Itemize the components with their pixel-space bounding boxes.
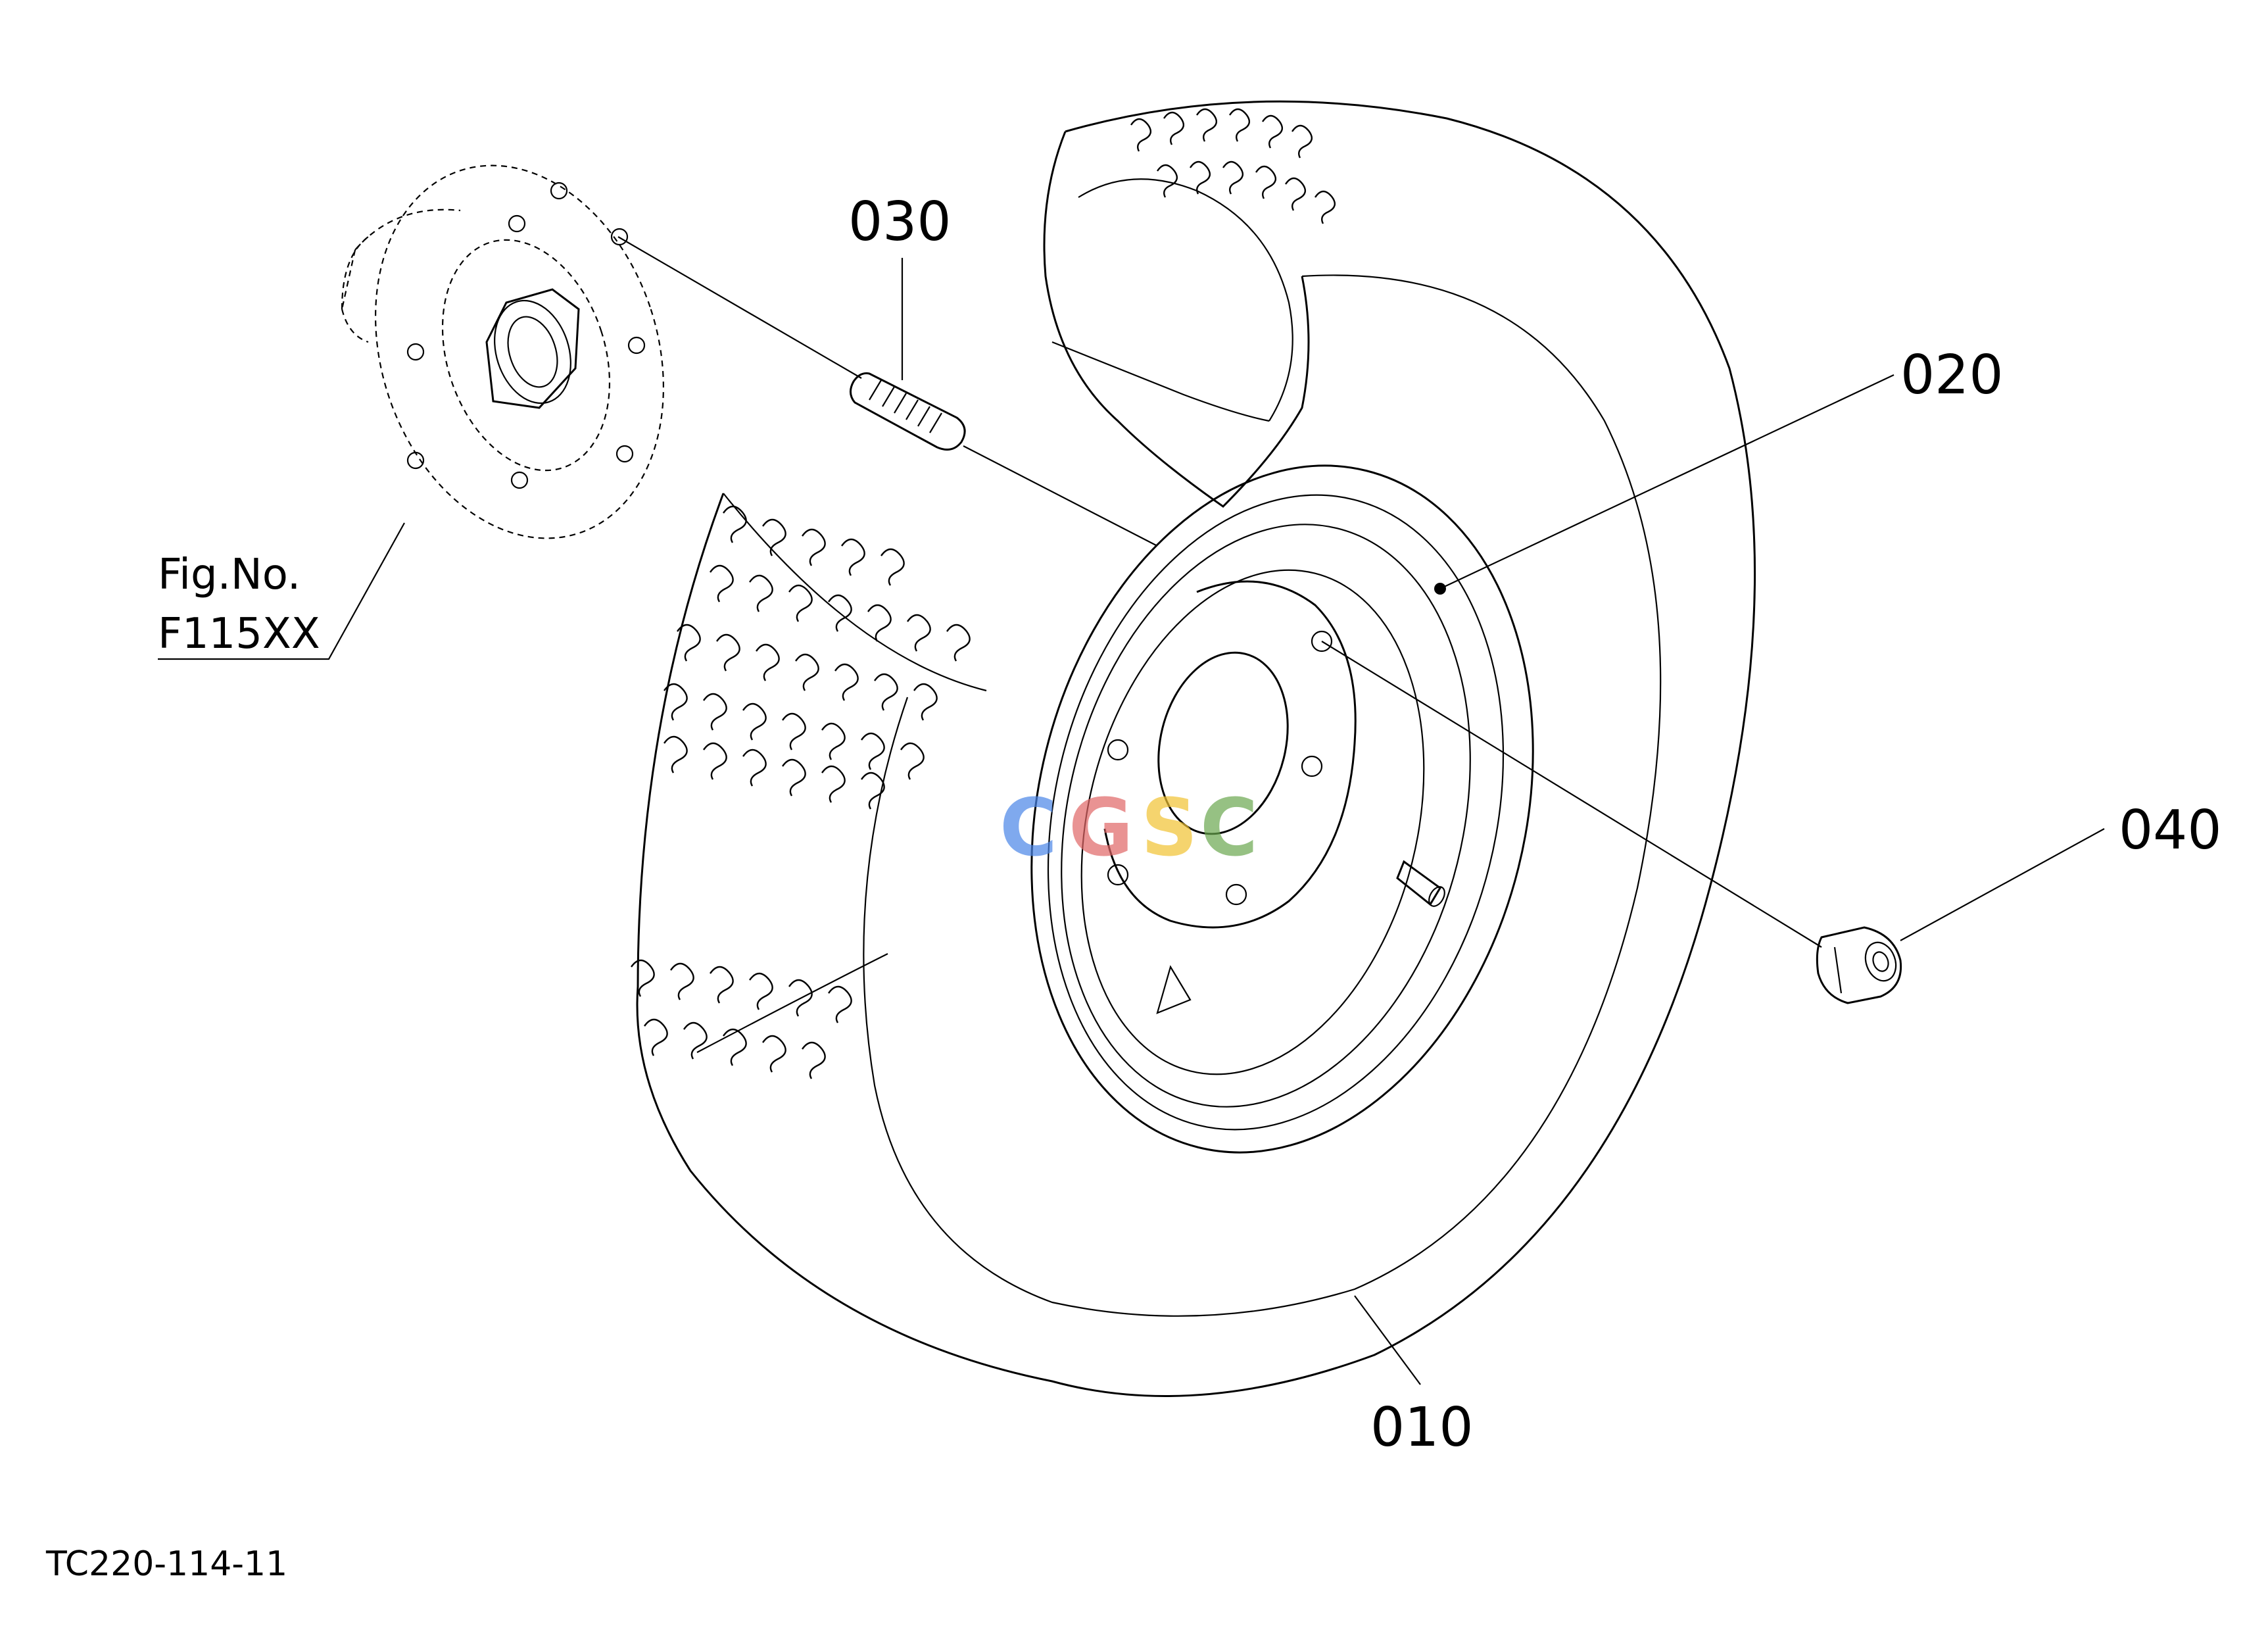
leader-020-dot (1434, 583, 1446, 595)
callout-030: 030 (848, 191, 952, 253)
callout-040: 040 (2119, 799, 2222, 862)
hub-flange-drawing (341, 164, 665, 539)
svg-text:G: G (1069, 783, 1134, 874)
svg-text:C: C (1200, 783, 1258, 874)
assembly-axis-lines (617, 236, 1822, 948)
tread-pattern (631, 108, 1336, 1079)
leader-020 (1439, 374, 1894, 589)
svg-text:S: S (1141, 783, 1197, 874)
rim-drawing (1030, 464, 1534, 1154)
svg-text:C: C (1000, 783, 1057, 874)
stud-bolt-drawing (850, 372, 966, 451)
drawing-code: TC220-114-11 (45, 1544, 287, 1584)
leader-040 (1900, 828, 2105, 941)
fig-ref-line1: Fig.No. (158, 551, 301, 599)
callout-020: 020 (1900, 344, 2004, 406)
fig-ref-line2: F115XX (158, 610, 320, 658)
leader-fig-ref (158, 522, 405, 660)
tire-drawing (636, 100, 1756, 1397)
leader-lines (158, 258, 2105, 1385)
callout-010: 010 (1370, 1396, 1474, 1459)
cgsc-watermark-logo: C G S C (1000, 783, 1258, 874)
wheel-nut-drawing (1816, 926, 1902, 1004)
leader-010 (1354, 1295, 1421, 1385)
